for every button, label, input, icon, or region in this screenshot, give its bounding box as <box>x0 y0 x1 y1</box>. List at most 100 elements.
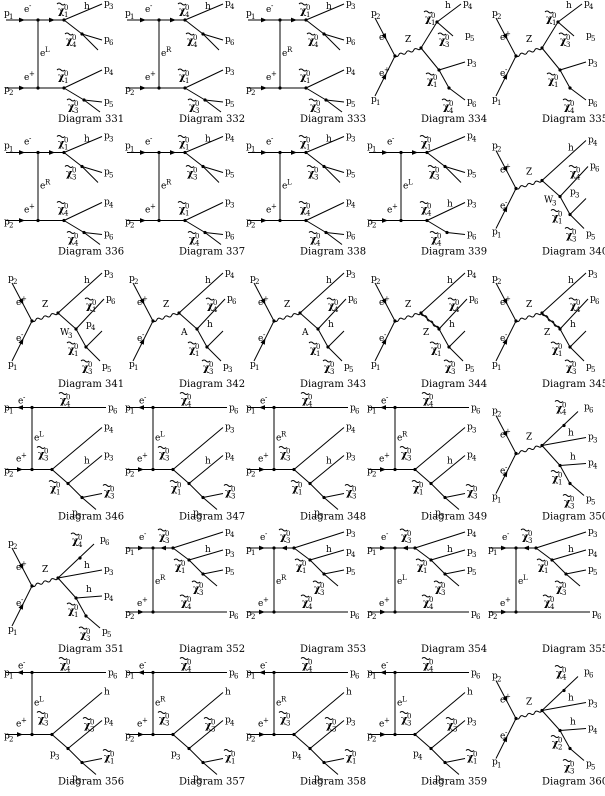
electron-label: e <box>137 720 142 730</box>
momentum-label: p <box>225 547 231 557</box>
tilde-mark <box>562 494 572 497</box>
propagator-line <box>420 47 440 71</box>
neutralino-subscript: 4 <box>193 41 198 49</box>
momentum-label: p <box>125 669 131 679</box>
propagator-line <box>444 166 466 173</box>
momentum-label: p <box>492 228 498 238</box>
neutralino-label: χ <box>187 36 194 47</box>
neutralino-subscript: 1 <box>298 489 302 497</box>
neutralino-label: χ <box>443 102 450 113</box>
momentum-index: 4 <box>593 140 598 148</box>
momentum-label: p <box>225 97 231 107</box>
momentum-index: 2 <box>9 89 13 97</box>
neutralino-subscript: 3 <box>286 537 290 545</box>
momentum-label: p <box>344 362 350 372</box>
propagator-line <box>541 702 587 711</box>
momentum-index: 1 <box>493 549 497 557</box>
electron-charge: R <box>281 574 287 582</box>
arrow-marker <box>380 670 386 675</box>
momentum-index: 2 <box>130 222 134 230</box>
electron-label: e <box>258 720 263 730</box>
momentum-index: 5 <box>591 234 595 242</box>
electron-label: e <box>266 5 271 15</box>
electron-charge: L <box>402 574 407 582</box>
tilde-mark <box>544 10 554 14</box>
momentum-index: 3 <box>109 136 113 144</box>
momentum-label: p <box>246 467 252 477</box>
momentum-label: p <box>346 198 352 208</box>
momentum-label: p <box>488 545 494 555</box>
propagator-line <box>559 166 589 197</box>
electron-charge: - <box>23 394 26 402</box>
particle-label: h <box>225 688 231 698</box>
propagator-line <box>172 469 190 484</box>
propagator-line <box>446 232 466 235</box>
particle-label: Z <box>526 300 532 310</box>
electron-charge: - <box>29 2 32 10</box>
momentum-label: p <box>346 423 352 433</box>
tilde-mark <box>433 580 443 584</box>
momentum-index: 5 <box>351 101 355 109</box>
neutralino-label: χ <box>181 396 188 407</box>
momentum-label: p <box>4 142 10 152</box>
neutralino-superscript: 0 <box>74 233 78 241</box>
propagator-line <box>63 69 103 89</box>
neutralino-label: χ <box>326 721 333 732</box>
momentum-label: p <box>125 609 131 619</box>
momentum-index: 2 <box>130 471 134 479</box>
electron-label: e <box>258 298 263 308</box>
particle-label: h <box>467 688 473 698</box>
neutralino-subscript: 3 <box>441 589 445 597</box>
momentum-label: p <box>588 97 594 107</box>
neutralino-superscript: 0 <box>66 394 70 402</box>
momentum-label: p <box>314 774 320 784</box>
tilde-mark <box>399 711 409 714</box>
neutralino-label: χ <box>401 450 408 461</box>
momentum-label: p <box>435 509 441 519</box>
arrow-marker <box>140 218 146 223</box>
momentum-index: 4 <box>351 427 356 435</box>
neutralino-subscript: 4 <box>314 41 319 49</box>
momentum-label: p <box>346 451 352 461</box>
particle-label: Z <box>163 300 169 310</box>
boson-label: W <box>60 328 70 338</box>
momentum-label: p <box>588 698 594 708</box>
momentum-label: p <box>104 565 110 575</box>
propagator-line <box>206 346 222 362</box>
momentum-label: p <box>193 774 199 784</box>
electron-charge: - <box>386 394 389 402</box>
electron-label: e <box>397 434 402 444</box>
momentum-index: 1 <box>372 673 376 681</box>
neutralino-subscript: 4 <box>187 401 192 409</box>
momentum-index: 6 <box>351 39 356 47</box>
momentum-label: p <box>246 732 252 742</box>
momentum-index: 3 <box>55 754 59 762</box>
momentum-index: 1 <box>497 364 501 372</box>
propagator-line <box>184 3 224 21</box>
diagram-caption: Diagram 340 <box>542 247 605 258</box>
momentum-label: p <box>467 527 473 537</box>
neutralino-label: χ <box>189 102 196 113</box>
propagator-line <box>172 547 190 561</box>
neutralino-subscript: 3 <box>528 537 532 545</box>
neutralino-label: χ <box>556 404 563 415</box>
neutralino-subscript: 1 <box>306 77 310 85</box>
tilde-mark <box>203 717 213 720</box>
particle-label: A <box>180 328 188 338</box>
momentum-label: p <box>467 230 473 240</box>
momentum-index: 1 <box>130 408 134 416</box>
propagator-line <box>188 748 204 763</box>
neutralino-label: χ <box>179 72 186 83</box>
electron-label: e <box>137 298 142 308</box>
tilde-mark <box>520 528 530 532</box>
momentum-label: p <box>125 467 131 477</box>
neutralino-label: χ <box>193 584 200 595</box>
electron-charge: + <box>392 203 398 211</box>
momentum-label: p <box>471 609 477 619</box>
momentum-index: 3 <box>593 437 597 445</box>
neutralino-superscript: 0 <box>576 167 580 175</box>
diagram-caption: Diagram 359 <box>421 777 487 788</box>
